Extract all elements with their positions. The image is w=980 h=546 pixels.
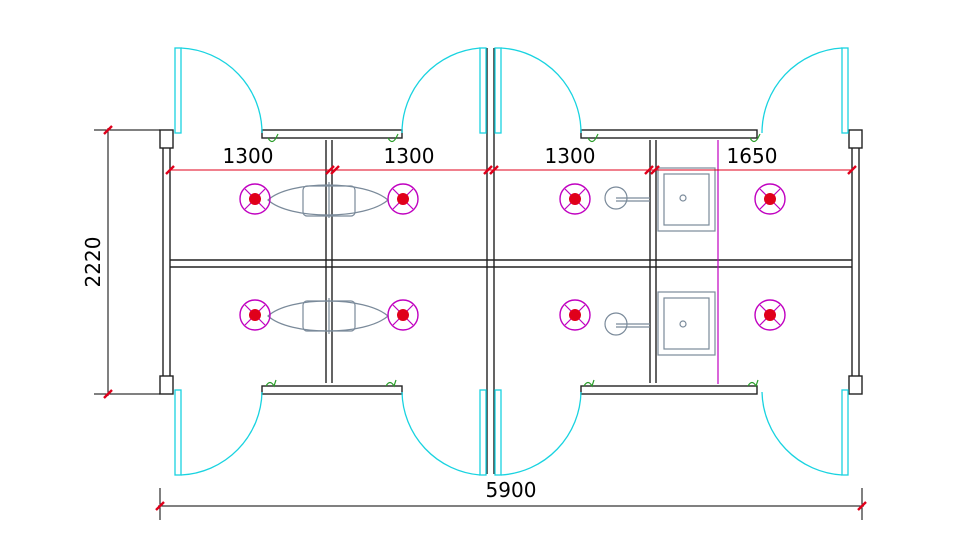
ceiling-light-icon — [559, 183, 591, 215]
door-top-4 — [761, 47, 849, 134]
wall-posts — [159, 129, 863, 395]
ceiling-lights — [239, 183, 786, 331]
urinal-icon — [267, 182, 389, 218]
door-bottom-3 — [494, 389, 582, 476]
ceiling-light-icon — [754, 299, 786, 331]
urinal-icon — [267, 298, 389, 334]
door-bottom-1 — [174, 389, 263, 476]
left-dimension-line — [94, 125, 160, 399]
sink-icon — [657, 291, 716, 356]
dimension-label-2: 1300 — [384, 144, 435, 168]
bottom-dimension-line — [155, 488, 867, 520]
ceiling-light-icon — [239, 299, 271, 331]
ceiling-light-icon — [559, 299, 591, 331]
door-bottom-4 — [761, 389, 849, 476]
door-bottom-2 — [401, 389, 487, 476]
ceiling-light-icon — [387, 183, 419, 215]
doors — [174, 47, 849, 476]
top-dimension-line — [165, 165, 857, 175]
tap-icon — [604, 186, 650, 210]
door-top-1 — [174, 47, 263, 134]
dimension-label-1: 1300 — [223, 144, 274, 168]
overall-height-label: 2220 — [81, 237, 105, 288]
tap-icon — [604, 312, 650, 336]
walls — [162, 48, 860, 474]
door-top-2 — [401, 47, 487, 134]
ceiling-light-icon — [754, 183, 786, 215]
dimension-label-4: 1650 — [727, 144, 778, 168]
dimension-label-3: 1300 — [545, 144, 596, 168]
sink-icon — [657, 167, 716, 232]
ceiling-light-icon — [387, 299, 419, 331]
overall-width-label: 5900 — [486, 478, 537, 502]
door-top-3 — [494, 47, 582, 134]
door-latch-icons — [265, 133, 761, 388]
ceiling-light-icon — [239, 183, 271, 215]
